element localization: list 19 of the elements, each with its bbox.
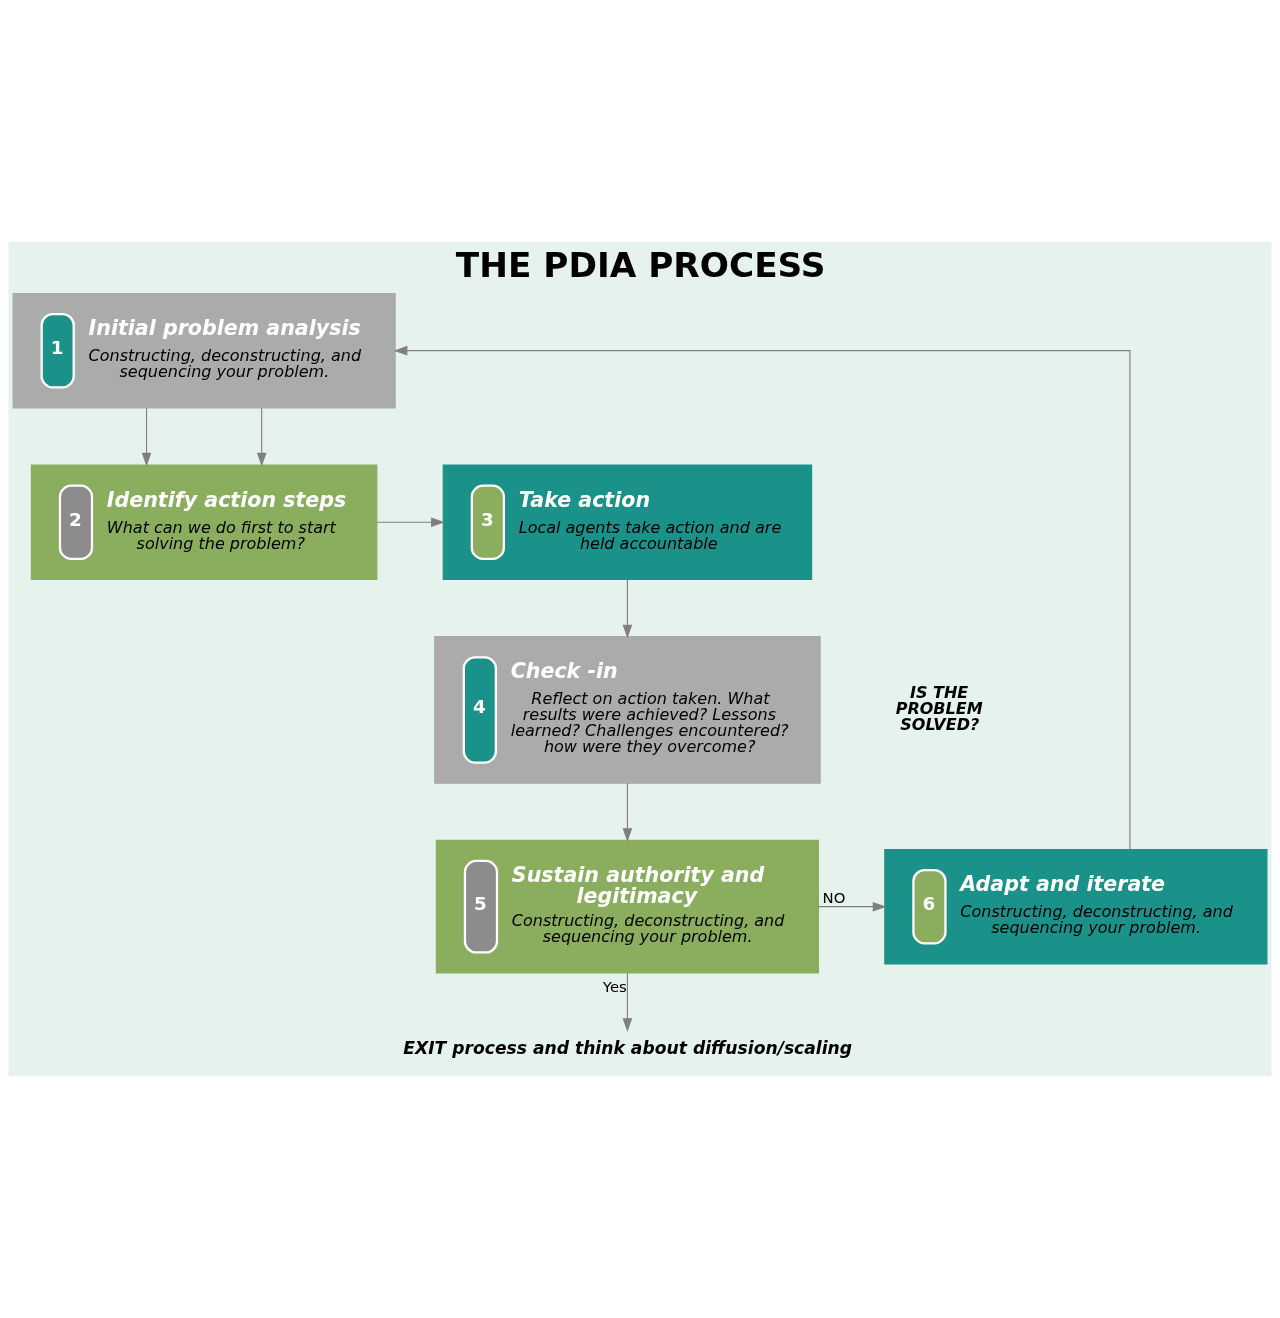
node-box: 3 Take action Local agents take action and are held accountable (442, 464, 813, 581)
edge-label: Yes (602, 977, 627, 996)
arrow (393, 345, 1131, 850)
arrow (622, 579, 633, 639)
node-box: 5 Sustain authority and legitimacy Constructing, deconstructing, and sequencing your problem. (435, 839, 820, 974)
arrow (818, 901, 887, 912)
node-box: 1 Initial problem analysis Constructing, deconstructing, and sequencing your problem. (12, 292, 396, 409)
arrow (622, 782, 633, 842)
arrow (376, 517, 445, 528)
diagram-title: THE PDIA PROCESS (455, 245, 826, 286)
node-box: 2 Identify action steps What can we do first to start solving the problem? (30, 464, 378, 581)
node-text: EXIT process and think about diffusion/scaling (403, 1037, 853, 1058)
arrow (256, 407, 267, 467)
edge-label: NO (822, 888, 846, 907)
label: IS THE PROBLEM SOLVED? (895, 682, 983, 734)
arrow (622, 972, 633, 1032)
node-box: 4 Check -in Reflect on action taken. What results were achieved? Lessons learned? Challenges encountered? how were they overcome? (434, 636, 821, 784)
node-box: 6 Adapt and iterate Constructing, deconstructing, and sequencing your problem. (884, 848, 1268, 965)
arrow (141, 407, 152, 467)
